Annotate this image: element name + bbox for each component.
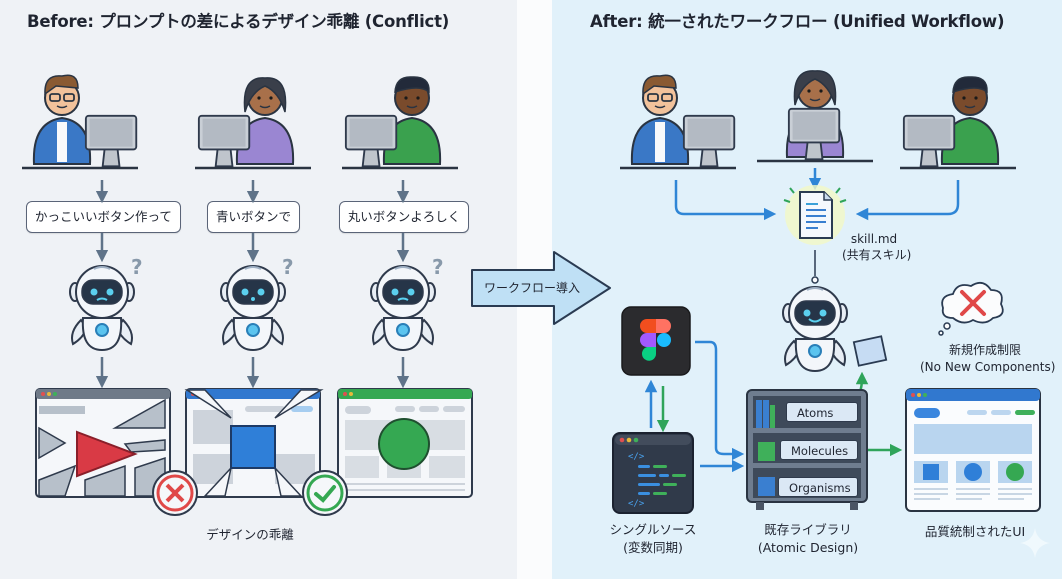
- restriction-label: 新規作成制限 (No New Components): [920, 342, 1056, 376]
- monitor-icon: [84, 114, 138, 168]
- source-title: シングルソース: [609, 522, 697, 537]
- prompt-bubble-1: かっこいいボタン作って: [26, 201, 181, 233]
- person-developer-3-after: [900, 76, 1016, 170]
- person-developer-2-after: [757, 70, 873, 163]
- output-label: 品質統制されたUI: [924, 524, 1026, 539]
- after-title: After: 統一されたワークフロー (Unified Workflow): [590, 12, 1005, 31]
- source-label: シングルソース (変数同期): [593, 521, 713, 557]
- x-circle-icon: [152, 470, 198, 516]
- prompt-bubble-3: 丸いボタンよろしく: [339, 201, 469, 233]
- component-block-icon: [852, 335, 888, 367]
- library-title: 既存ライブラリ: [764, 522, 852, 537]
- skill-file-subtitle: (共有スキル): [842, 248, 912, 262]
- restriction-title: 新規作成制限: [948, 343, 1021, 357]
- svg-text:</>: </>: [628, 499, 645, 509]
- result-green-circle: [337, 388, 473, 498]
- library-shelf-molecules: Molecules: [780, 440, 858, 460]
- robot-happy: [782, 286, 848, 372]
- library-label: 既存ライブラリ (Atomic Design): [748, 521, 868, 557]
- restriction-subtitle: (No New Components): [920, 360, 1056, 374]
- before-title: Before: プロンプトの差によるデザイン乖離 (Conflict): [27, 12, 450, 31]
- quality-ui-window: [905, 388, 1041, 512]
- transition-label: ワークフロー導入: [483, 281, 580, 295]
- question-mark-icon: ?: [432, 255, 444, 279]
- skill-file-icon: [783, 185, 847, 245]
- source-subtitle: (変数同期): [623, 540, 683, 555]
- monitor-icon: [682, 114, 736, 168]
- figma-icon: [621, 306, 691, 376]
- arrow-dev3-to-skill: [855, 180, 960, 221]
- check-circle-icon: [302, 470, 348, 516]
- person-developer-1: [22, 74, 138, 170]
- sparkle-icon: [1020, 528, 1050, 558]
- library-subtitle: (Atomic Design): [757, 540, 859, 555]
- restriction-cloud-icon: [938, 281, 1004, 336]
- person-developer-1-after: [620, 74, 736, 170]
- question-mark-icon: ?: [131, 255, 143, 279]
- robot-confused-1: ?: [69, 255, 143, 351]
- workflow-transition-arrow: [471, 251, 611, 325]
- library-shelf-atoms: Atoms: [786, 402, 858, 422]
- library-shelf-organisms: Organisms: [778, 477, 858, 497]
- skill-file-label: skill.md (共有スキル): [842, 231, 912, 263]
- question-mark-icon: ?: [282, 255, 294, 279]
- result-broken-blue-square: [184, 388, 324, 498]
- arrow-dev1-to-skill: [674, 180, 777, 221]
- person-developer-2: [195, 77, 311, 170]
- before-caption: デザインの乖離: [206, 527, 294, 542]
- result-broken-red-triangle: [35, 388, 171, 498]
- arrow-figma-to-library: [695, 340, 745, 461]
- skill-file-name: skill.md: [850, 232, 898, 246]
- person-developer-3: [342, 76, 458, 170]
- robot-confused-2: ?: [220, 255, 294, 351]
- robot-confused-3: ?: [370, 255, 444, 351]
- svg-text:</>: </>: [628, 452, 645, 462]
- code-editor-icon: </> </>: [612, 432, 694, 514]
